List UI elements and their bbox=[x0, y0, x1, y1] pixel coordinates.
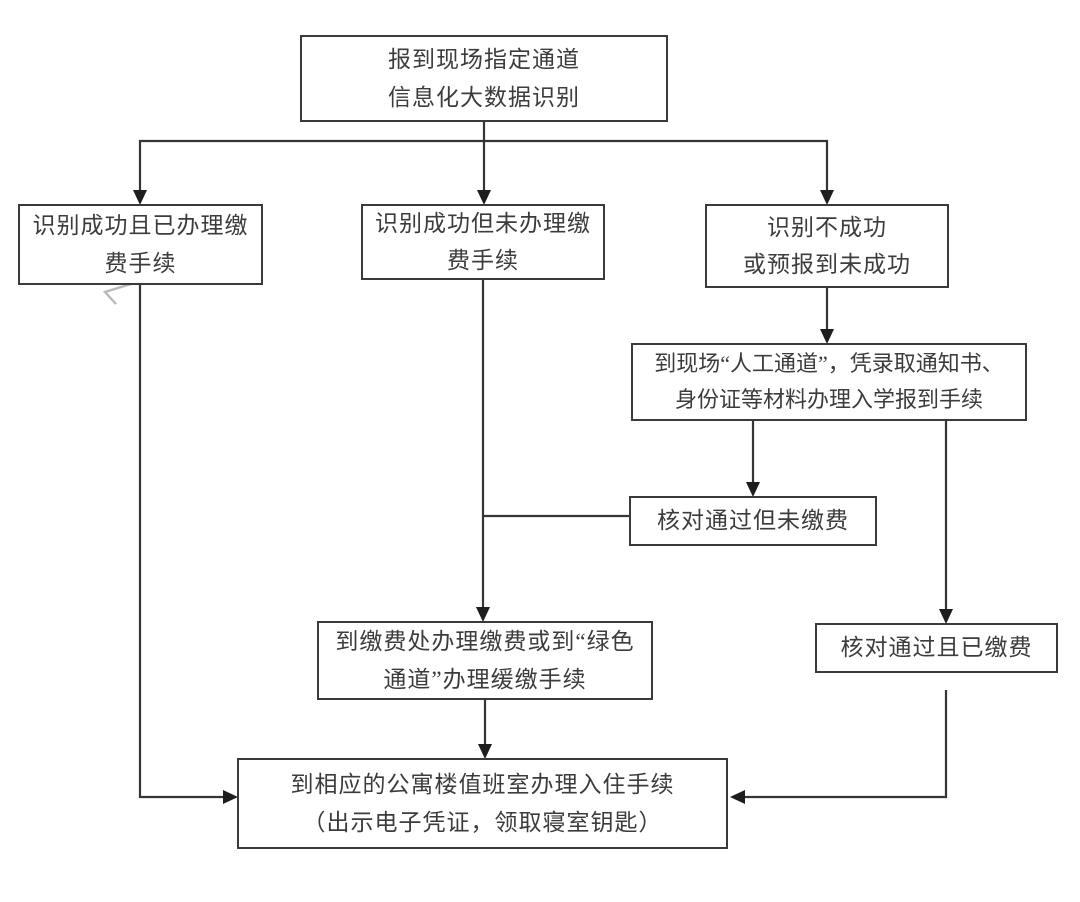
node-text-line: 到相应的公寓楼值班室办理入住手续 bbox=[290, 772, 675, 798]
node-text-line: 通道”办理缓缴手续 bbox=[383, 666, 587, 692]
node-recognized-paid: 识别成功且已办理缴 费手续 bbox=[18, 204, 263, 285]
edge-verified-paid-to-checkin bbox=[744, 690, 948, 799]
edge-recognized-paid-to-checkin bbox=[138, 285, 223, 799]
node-text-line: 到缴费处办理缴费或到“绿色 bbox=[335, 629, 635, 655]
node-text-line: 识别不成功 bbox=[767, 214, 887, 240]
node-text-line: 核对通过且已缴费 bbox=[840, 635, 1033, 661]
node-text-line: 费手续 bbox=[447, 248, 519, 273]
node-text-line: 到现场“人工通道”，凭录取通知书、 bbox=[654, 351, 1004, 377]
arrowhead-verified-unpaid bbox=[746, 482, 760, 497]
node-verified-unpaid: 核对通过但未缴费 bbox=[629, 496, 877, 546]
node-text-line: 或预报到未成功 bbox=[743, 252, 911, 277]
node-text-line: 身份证等材料办理入学报到手续 bbox=[674, 387, 983, 412]
arrowhead-checkin-right bbox=[730, 790, 745, 804]
node-text-line: 识别成功但未办理缴 bbox=[375, 210, 591, 236]
arrowhead-recognized-paid bbox=[133, 190, 147, 205]
arrowhead-manual-channel bbox=[820, 329, 834, 344]
node-manual-channel: 到现场“人工通道”，凭录取通知书、 身份证等材料办理入学报到手续 bbox=[631, 343, 1027, 421]
arrowhead-verified-paid bbox=[939, 609, 953, 624]
edge-start-branch-rail bbox=[138, 139, 829, 199]
node-start: 报到现场指定通道 信息化大数据识别 bbox=[300, 35, 668, 122]
node-verified-paid: 核对通过且已缴费 bbox=[815, 623, 1058, 673]
node-recognized-unpaid: 识别成功但未办理缴 费手续 bbox=[361, 204, 605, 280]
node-checkin: 到相应的公寓楼值班室办理入住手续 （出示电子凭证，领取寝室钥匙） bbox=[237, 758, 728, 849]
node-text-line: 报到现场指定通道 bbox=[388, 47, 580, 73]
node-text-line: 费手续 bbox=[104, 250, 177, 276]
stray-scan-mark bbox=[102, 282, 132, 305]
node-text-line: 核对通过但未缴费 bbox=[657, 508, 849, 534]
node-pay-office: 到缴费处办理缴费或到“绿色 通道”办理缓缴手续 bbox=[317, 621, 653, 700]
node-text-line: 信息化大数据识别 bbox=[388, 84, 580, 110]
arrowhead-not-recognized bbox=[820, 190, 834, 205]
arrowhead-pay-office bbox=[476, 607, 490, 622]
node-text-line: 识别成功且已办理缴 bbox=[32, 213, 249, 239]
arrowhead-checkin-top bbox=[478, 744, 492, 759]
arrowhead-checkin-left bbox=[223, 790, 238, 804]
node-not-recognized: 识别不成功 或预报到未成功 bbox=[705, 204, 949, 288]
arrowhead-recognized-unpaid bbox=[477, 190, 491, 205]
node-text-line: （出示电子凭证，领取寝室钥匙） bbox=[302, 809, 663, 835]
